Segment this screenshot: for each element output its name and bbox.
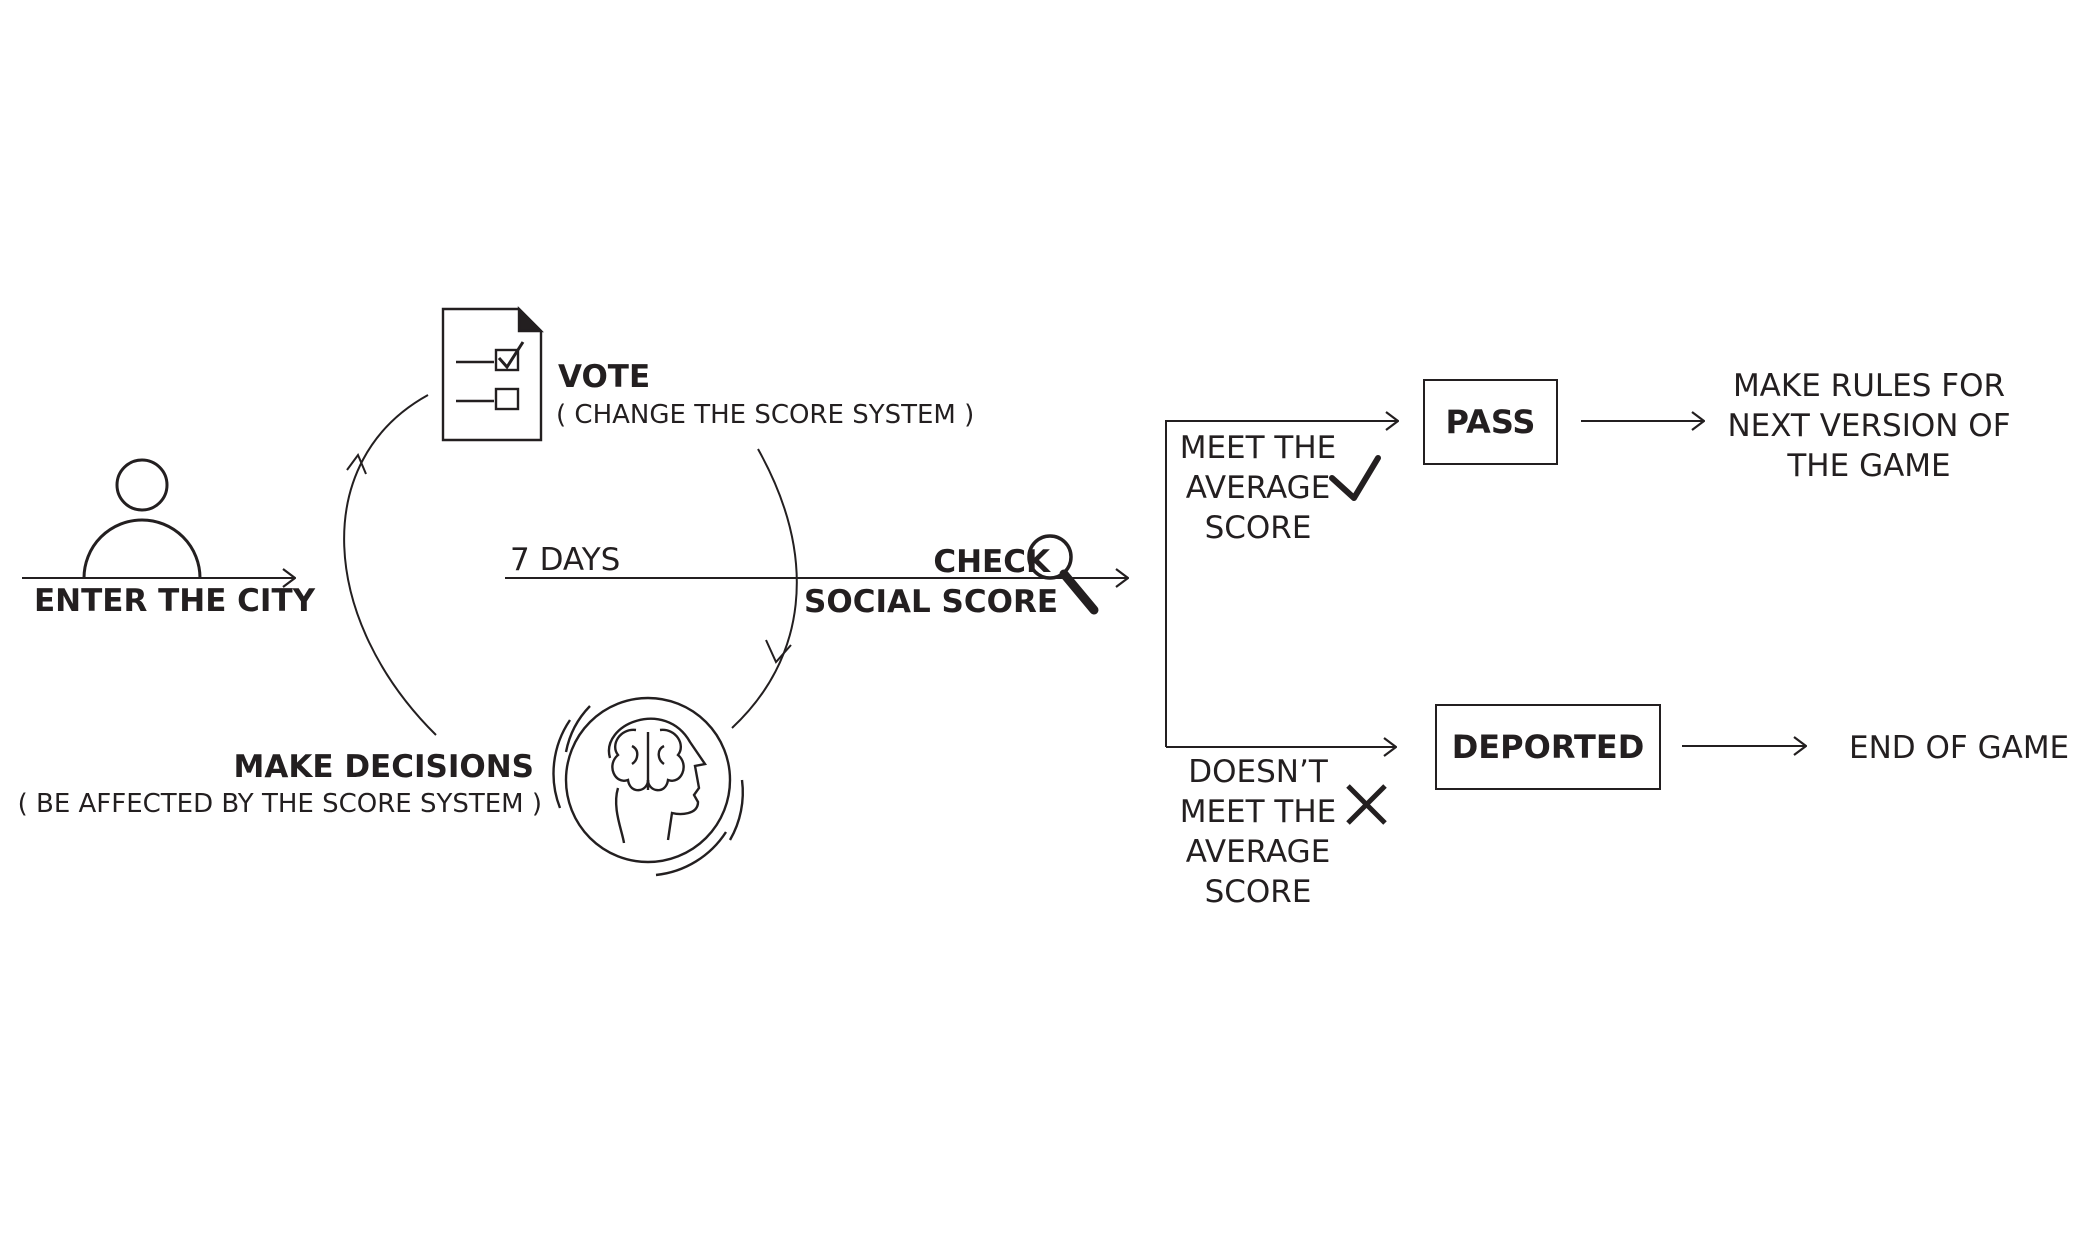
timeline-label: 7 DAYS: [510, 542, 621, 578]
pass-result-line: NEXT VERSION OF: [1727, 408, 2011, 444]
deported-box-label: DEPORTED: [1451, 728, 1645, 766]
magnifier-icon: [1027, 534, 1099, 615]
pass-condition-line: AVERAGE: [1185, 470, 1331, 506]
fail-condition-line: DOESN’T: [1188, 754, 1328, 790]
checkmark-icon: [1329, 455, 1381, 501]
branch-connector: [1165, 421, 1398, 747]
fail-condition-line: MEET THE: [1179, 794, 1337, 830]
fail-condition-line: AVERAGE: [1185, 834, 1331, 870]
fail-condition: DOESN’T MEET THE AVERAGE SCORE: [1180, 752, 1337, 912]
pass-condition: MEET THE AVERAGE SCORE: [1180, 428, 1337, 548]
check-label-line2: SOCIAL SCORE: [804, 584, 1058, 620]
fail-condition-line: SCORE: [1204, 874, 1312, 910]
pass-condition-line: MEET THE: [1179, 430, 1337, 466]
ballot-checklist-icon: [441, 306, 544, 442]
decisions-subtitle: ( BE AFFECTED BY THE SCORE SYSTEM ): [17, 789, 542, 819]
check-label-line1: CHECK: [933, 544, 1050, 580]
cycle-arc-right: [731, 448, 798, 729]
vote-subtitle: ( CHANGE THE SCORE SYSTEM ): [556, 400, 975, 430]
cycle-arrowheads: [346, 452, 792, 664]
vote-title: VOTE: [558, 359, 651, 395]
pass-box: PASS: [1423, 379, 1558, 465]
pass-result: MAKE RULES FOR NEXT VERSION OF THE GAME: [1727, 366, 2010, 486]
end-of-game-label: END OF GAME: [1849, 730, 2070, 766]
pass-condition-line: SCORE: [1204, 510, 1312, 546]
cross-icon: [1346, 784, 1387, 825]
decisions-title: MAKE DECISIONS: [233, 749, 534, 785]
person-icon: [82, 458, 202, 579]
pass-result-line: MAKE RULES FOR: [1732, 368, 2006, 404]
head-brain-icon: [552, 696, 744, 877]
pass-box-label: PASS: [1445, 403, 1536, 441]
deported-box: DEPORTED: [1435, 704, 1661, 790]
cycle-arcs: [343, 394, 798, 736]
enter-city-label: ENTER THE CITY: [34, 583, 316, 619]
cycle-arc-left: [343, 394, 437, 736]
pass-result-line: THE GAME: [1787, 448, 1951, 484]
